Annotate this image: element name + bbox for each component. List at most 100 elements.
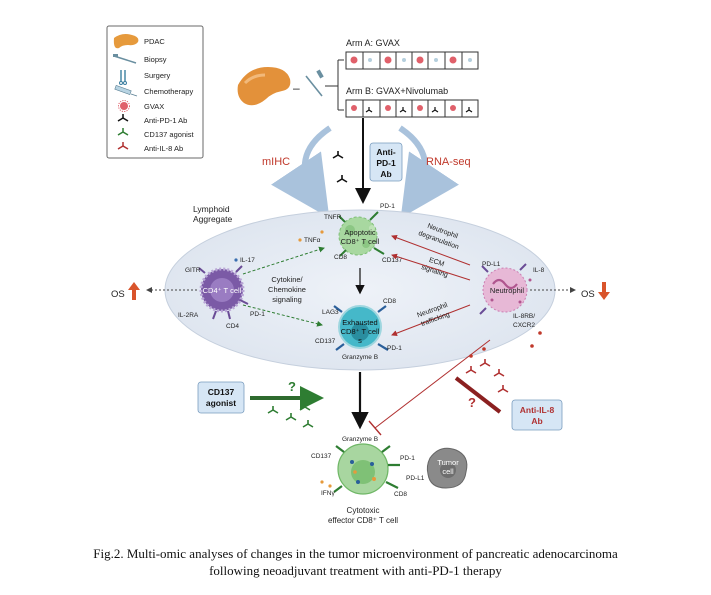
exhausted-granzyme: Granzyme B <box>342 354 378 361</box>
arm-a-label: Arm A: GVAX <box>346 38 400 48</box>
il8-dot <box>469 354 473 358</box>
aggregate-label-line1: Lymphoid <box>193 204 230 214</box>
os-left-label: OS <box>111 289 125 300</box>
aggregate-label-line2: Aggregate <box>193 214 232 224</box>
anti-pd1-box-line2: PD-1 <box>376 158 396 168</box>
apoptotic-tnfr: TNFR <box>324 214 342 221</box>
cd4-cd4: CD4 <box>226 323 239 330</box>
cytotoxic-label-line1: Cytotoxic <box>347 506 380 515</box>
apoptotic-label-line1: Apoptotic <box>344 228 376 237</box>
tnfa-dot <box>320 230 324 234</box>
apoptotic-cd137: CD137 <box>382 257 403 264</box>
antibody-green-icon <box>285 413 297 421</box>
legend-label-anti-il8: Anti-IL-8 Ab <box>144 144 183 153</box>
cd137-agonist-line1: CD137 <box>208 387 235 397</box>
arms-dash: – <box>293 81 300 95</box>
cd4-to-apoptotic-arrow <box>242 246 325 275</box>
antibody-red-icon <box>479 359 491 367</box>
cytotoxic-granzyme: Granzyme B <box>342 436 378 443</box>
pancreas-icon <box>113 34 139 49</box>
il8-dot <box>538 331 542 335</box>
legend-label-surgery: Surgery <box>144 71 171 80</box>
anti-il8-box: Anti-IL-8 Ab <box>511 399 563 431</box>
apoptotic-cd8-t-cell: Apoptotic CD8⁺ T cell <box>338 211 385 257</box>
ifng-dot <box>320 480 324 484</box>
arm-b-timeline <box>345 99 479 118</box>
exhausted-cd137: CD137 <box>315 338 336 345</box>
legend-label-biopsy: Biopsy <box>144 55 167 64</box>
arms-bracket <box>325 59 344 111</box>
antibody-green-icon <box>299 403 311 411</box>
legend: PDAC Biopsy Surgery Chemotherapy GVAX <box>106 25 204 159</box>
cd4-t-cell: CD4⁺ T cell <box>198 265 249 320</box>
neutrophil-receptor-line1: IL-8RB/ <box>513 313 535 320</box>
cytotoxic-ifng: IFNγ <box>321 490 335 497</box>
ifng-dot <box>328 484 332 488</box>
caption-line1: Fig.2. Multi-omic analyses of changes in… <box>93 546 618 561</box>
degranulation-arrow <box>391 234 471 266</box>
rnaseq-label: RNA-seq <box>426 156 471 168</box>
caption-line2: following neoadjuvant treatment with ant… <box>209 563 502 578</box>
cd4-gitr: GITR <box>185 267 201 274</box>
legend-label-anti-pd1: Anti-PD-1 Ab <box>144 116 187 125</box>
figure-caption: Fig.2. Multi-omic analyses of changes in… <box>0 545 711 579</box>
antibody-red-icon <box>493 369 505 377</box>
anti-il8-line1: Anti-IL-8 <box>520 405 555 415</box>
gvax-cell-icon <box>118 100 130 112</box>
pancreas-illustration <box>237 67 291 106</box>
antibody-black-icon <box>332 151 344 159</box>
antibody-black-icon <box>117 114 129 122</box>
il8-dot <box>530 344 534 348</box>
apoptotic-cd8: CD8 <box>334 254 347 261</box>
exhausted-label-line2: CD8⁺ T cell <box>341 327 380 336</box>
neutrophil-cell: Neutrophil <box>479 263 532 315</box>
neutrophil-il8: IL-8 <box>533 267 545 274</box>
neutrophil-label: Neutrophil <box>490 286 525 295</box>
apoptotic-pd1: PD-1 <box>380 203 395 210</box>
cd4-cell-label: CD4⁺ T cell <box>203 286 242 295</box>
exhausted-cd8-t-cell: Exhausted CD8⁺ T cell s <box>333 305 389 351</box>
il8-dot <box>482 347 486 351</box>
cytotoxic-cd137: CD137 <box>311 453 332 460</box>
exhausted-label-line1: Exhausted <box>342 318 377 327</box>
signaling-line2: Chemokine <box>268 285 306 294</box>
anti-il8-inhibition-bar <box>368 420 382 436</box>
legend-label-cd137-agonist: CD137 agonist <box>144 130 195 139</box>
cytotoxic-pd1: PD-1 <box>400 455 415 462</box>
cd137-question-mark: ? <box>288 379 296 394</box>
exhausted-label-line3: s <box>358 336 362 345</box>
antibody-red-icon <box>465 366 477 374</box>
antibody-green-icon <box>117 128 129 136</box>
cd4-pd1: PD-1 <box>250 311 265 318</box>
arrow-up-icon <box>128 282 140 300</box>
antibody-red-icon <box>497 385 509 393</box>
ecm-arrow <box>391 253 471 281</box>
anti-pd1-box: Anti- PD-1 Ab <box>369 142 403 182</box>
tumor-label-line1: Tumor <box>437 458 459 467</box>
mihc-label: mIHC <box>262 156 290 168</box>
cytotoxic-cd8: CD8 <box>394 491 407 498</box>
cd137-agonist-box: CD137 agonist <box>197 381 245 414</box>
cd4-il2ra: IL-2RA <box>178 312 199 319</box>
cd4-il17: IL-17 <box>240 257 255 264</box>
cd137-agonist-line2: agonist <box>206 398 236 408</box>
exhausted-lag3: LAG3 <box>322 309 339 316</box>
cytotoxic-label-line2: effector CD8⁺ T cell <box>328 516 398 525</box>
tumor-cell: Tumor cell <box>426 447 468 489</box>
neutrophil-receptor-line2: CXCR2 <box>513 322 535 329</box>
anti-il8-line2: Ab <box>531 416 542 426</box>
os-right-label: OS <box>581 289 595 300</box>
antibody-green-icon <box>302 420 314 428</box>
il17-dot <box>234 258 238 262</box>
anti-il8-question-mark: ? <box>468 395 476 410</box>
neutrophil-pdl1: PD-L1 <box>482 261 501 268</box>
legend-label-chemotherapy: Chemotherapy <box>144 87 193 96</box>
arm-b-label: Arm B: GVAX+Nivolumab <box>346 86 448 96</box>
arm-a-timeline <box>345 51 479 70</box>
antibody-red-icon <box>117 142 129 150</box>
apoptotic-tnfa: TNFα <box>304 237 321 244</box>
legend-label-pdac: PDAC <box>144 37 165 46</box>
mihc-curved-arrow <box>271 125 332 218</box>
anti-pd1-box-line3: Ab <box>380 169 391 179</box>
